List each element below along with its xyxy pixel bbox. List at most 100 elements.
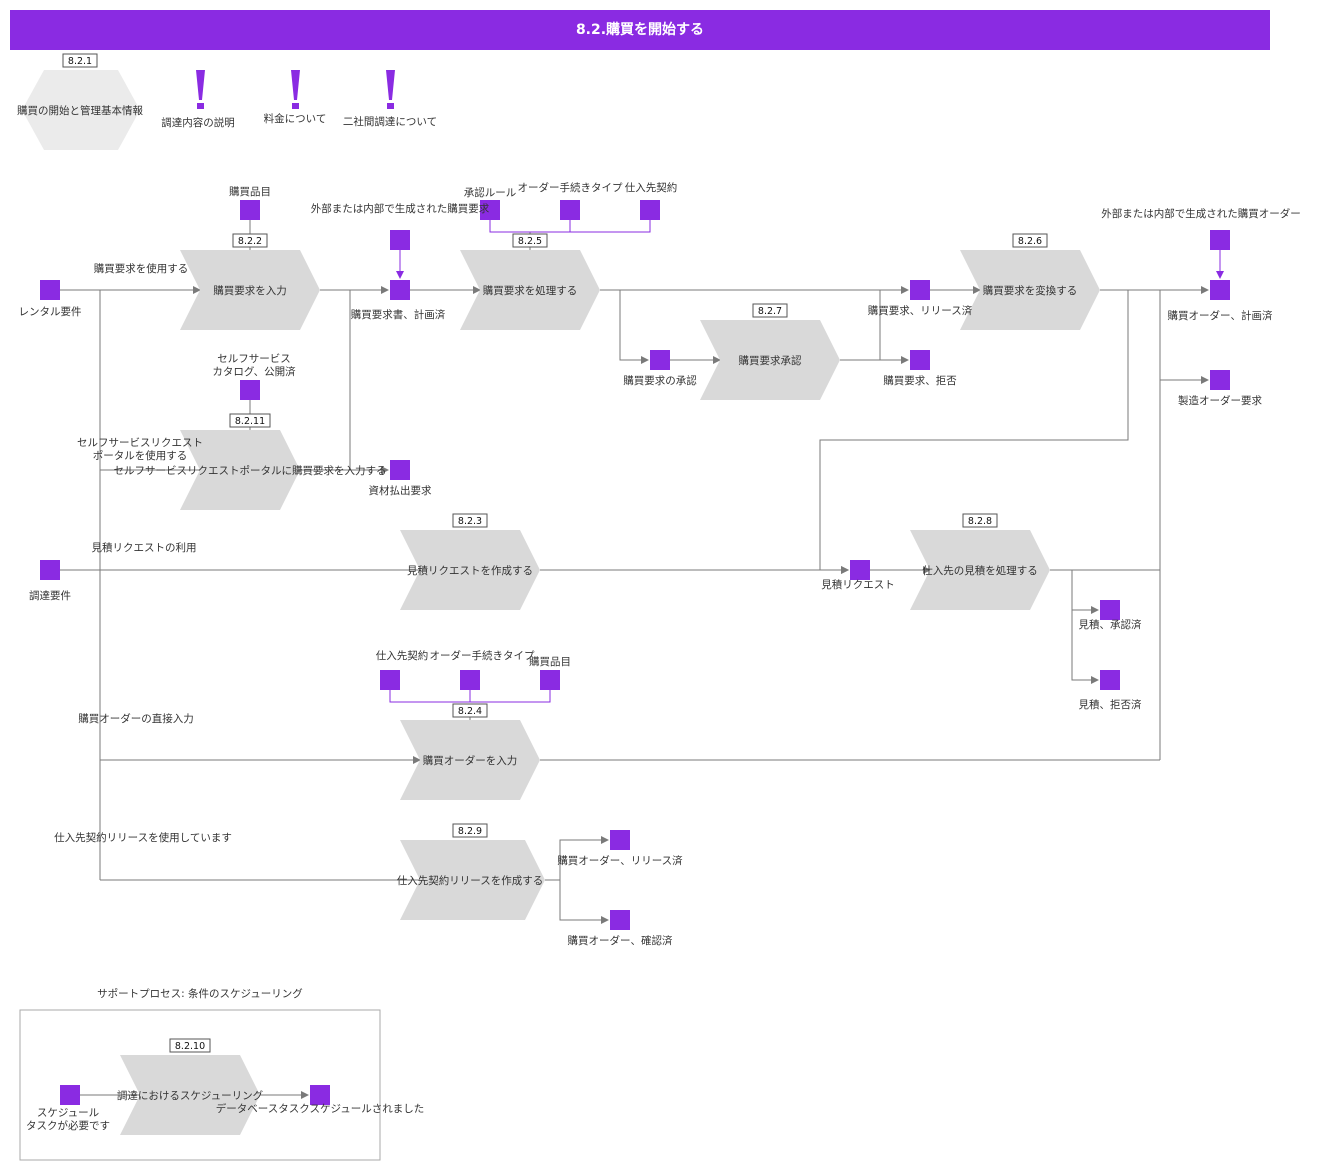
flow-labels: 購買要求を使用する セルフサービスリクエストポータルを使用する 見積リクエストの… (54, 262, 232, 844)
process-8-2-5[interactable]: 購買要求を処理する (460, 250, 600, 330)
label-item1: 購買品目 (229, 185, 271, 198)
flow-use-portal: セルフサービスリクエストポータルを使用する (77, 437, 203, 462)
info-intercompany-label[interactable]: 二社間調達について (343, 115, 437, 128)
label-ext-req: 外部または内部で生成された購買要求 (311, 202, 490, 215)
object-squares[interactable] (40, 200, 1230, 1105)
process-8-2-11[interactable]: セルフサービスリクエストポータルに購買要求を入力する (114, 430, 387, 510)
label-order-type1: オーダー手続きタイプ (518, 181, 623, 194)
badge-8-2-5: 8.2.5 (512, 233, 548, 248)
svg-text:8.2.3: 8.2.3 (458, 516, 482, 527)
label-req-planned: 購買要求書、計画済 (351, 308, 446, 321)
process-label: 仕入先の見積を処理する (922, 564, 1038, 577)
page-header: 8.2.購買を開始する (10, 10, 1270, 50)
svg-text:8.2.9: 8.2.9 (458, 826, 482, 837)
badge-8-2-2: 8.2.2 (232, 233, 268, 248)
object-item1 (240, 200, 260, 220)
label-procure-req: 調達要件 (29, 589, 71, 602)
label-rfq: 見積リクエスト (821, 578, 895, 591)
label-mfg-req: 製造オーダー要求 (1178, 394, 1262, 407)
label-quote-approved: 見積、承認済 (1079, 618, 1142, 631)
object-approval-rule (480, 200, 500, 220)
process-8-2-4[interactable]: 購買オーダーを入力 (400, 720, 540, 800)
process-label: 見積リクエストを作成する (407, 564, 533, 577)
badge-8-2-6: 8.2.6 (1012, 233, 1048, 248)
object-po-released (610, 830, 630, 850)
process-label: 購買要求承認 (739, 354, 802, 367)
label-req-released: 購買要求、リリース済 (868, 304, 973, 317)
process-label: 購買要求を処理する (483, 284, 578, 297)
info-procurement-label[interactable]: 調達内容の説明 (161, 116, 235, 129)
label-req-approval: 購買要求の承認 (623, 374, 697, 387)
support-process-title: サポートプロセス: 条件のスケジューリング (97, 987, 303, 1000)
object-po-confirmed (610, 910, 630, 930)
label-po-planned: 購買オーダー、計画済 (1168, 309, 1273, 322)
label-po-released: 購買オーダー、リリース済 (557, 854, 683, 867)
hexagon-label: 購買の開始と管理基本情報 (17, 104, 143, 117)
process-8-2-6[interactable]: 購買要求を変換する (960, 250, 1100, 330)
label-approval-rule: 承認ルール (464, 186, 517, 199)
object-rental (40, 280, 60, 300)
object-quote-rejected (1100, 670, 1120, 690)
object-contract2 (380, 670, 400, 690)
label-sched-needed: スケジュールタスクが必要です (26, 1107, 110, 1132)
process-8-2-2[interactable]: 購買要求を入力 (180, 250, 320, 330)
object-contract1 (640, 200, 660, 220)
process-8-2-8[interactable]: 仕入先の見積を処理する (910, 530, 1050, 610)
process-8-2-7[interactable]: 購買要求承認 (700, 320, 840, 400)
svg-text:8.2.8: 8.2.8 (968, 516, 992, 527)
object-req-rejected (910, 350, 930, 370)
object-sched-needed (60, 1085, 80, 1105)
label-contract1: 仕入先契約 (625, 181, 678, 194)
badge-8-2-3: 8.2.3 (452, 513, 488, 528)
object-catalog (240, 380, 260, 400)
svg-text:8.2.10: 8.2.10 (175, 1041, 205, 1052)
hexagon-8-2-1[interactable] (22, 70, 140, 150)
label-quote-rejected: 見積、拒否済 (1079, 698, 1142, 711)
badge-8-2-8: 8.2.8 (962, 513, 998, 528)
process-8-2-3[interactable]: 見積リクエストを作成する (400, 530, 540, 610)
object-req-approval (650, 350, 670, 370)
flow-use-req: 購買要求を使用する (94, 262, 189, 275)
object-item2 (540, 670, 560, 690)
flow-use-contract: 仕入先契約リリースを使用しています (54, 831, 232, 844)
svg-text:8.2.5: 8.2.5 (518, 236, 542, 247)
label-req-rejected: 購買要求、拒否 (883, 374, 957, 387)
badge-8-2-11: 8.2.11 (229, 413, 271, 428)
connectors (60, 220, 1209, 1099)
badge-8-2-10: 8.2.10 (169, 1038, 211, 1053)
object-po-planned (1210, 280, 1230, 300)
process-8-2-9[interactable]: 仕入先契約リリースを作成する (397, 840, 545, 920)
svg-text:8.2.2: 8.2.2 (238, 236, 262, 247)
object-quote-approved (1100, 600, 1120, 620)
label-catalog: セルフサービスカタログ、公開済 (212, 353, 296, 378)
object-req-planned (390, 280, 410, 300)
object-rfq (850, 560, 870, 580)
exclamation-icon (196, 70, 205, 109)
label-db-sched: データベースタスクスケジュールされました (216, 1102, 424, 1115)
label-contract2: 仕入先契約 (376, 649, 429, 662)
resource-connectors (389, 220, 1224, 703)
object-mfg-req (1210, 370, 1230, 390)
object-issue-req (390, 460, 410, 480)
svg-text:8.2.11: 8.2.11 (235, 416, 265, 427)
info-fees-label[interactable]: 料金について (264, 112, 327, 125)
page-title: 8.2.購買を開始する (575, 22, 705, 38)
object-order-type2 (460, 670, 480, 690)
exclamation-icon (291, 70, 300, 109)
object-db-sched (310, 1085, 330, 1105)
exclamation-icon (386, 70, 395, 109)
process-label: セルフサービスリクエストポータルに購買要求を入力する (114, 464, 387, 477)
process-8-2-10[interactable]: 調達におけるスケジューリング (117, 1055, 264, 1135)
process-label: 購買オーダーを入力 (423, 754, 518, 767)
badge-8-2-1: 8.2.1 (62, 53, 98, 68)
object-ext-req (390, 230, 410, 250)
badge-8-2-4: 8.2.4 (452, 703, 488, 718)
process-label: 購買要求を変換する (983, 284, 1078, 297)
label-order-type2: オーダー手続きタイプ (430, 649, 535, 662)
svg-text:8.2.7: 8.2.7 (758, 306, 782, 317)
label-ext-po: 外部または内部で生成された購買オーダー (1101, 207, 1301, 220)
process-label: 調達におけるスケジューリング (117, 1089, 264, 1102)
badge-8-2-9: 8.2.9 (452, 823, 488, 838)
label-issue-req: 資材払出要求 (369, 484, 432, 497)
object-procure-req (40, 560, 60, 580)
